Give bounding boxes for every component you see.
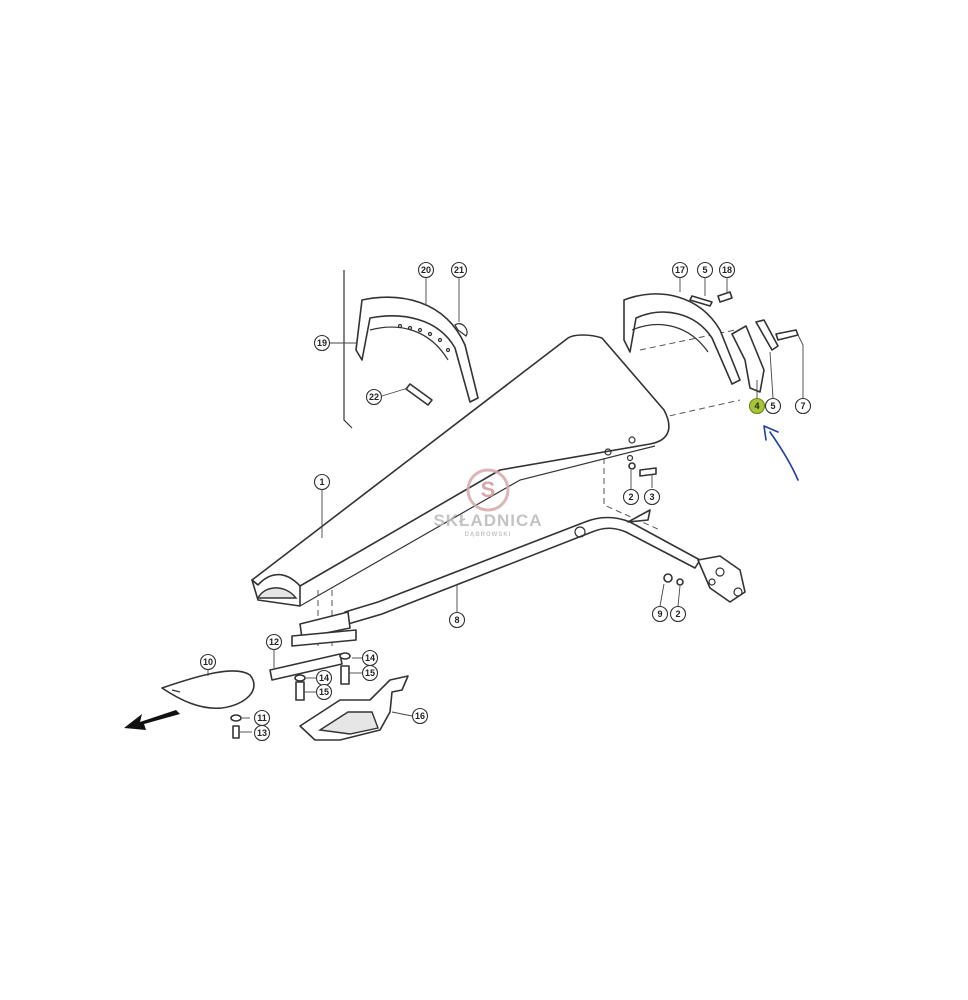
callout-label: 10 xyxy=(203,657,213,667)
callout-label: 2 xyxy=(628,492,633,502)
callout-label: 20 xyxy=(421,265,431,275)
cone-hood-part xyxy=(251,334,670,607)
callout-2: 2 xyxy=(622,488,640,506)
callout-label: 15 xyxy=(365,668,375,678)
callout-15: 15 xyxy=(315,683,333,701)
callout-label: 5 xyxy=(702,265,707,275)
direction-arrow-icon xyxy=(124,710,180,730)
watermark-logo: S SKŁADNICA DĄBROWSKI xyxy=(433,468,542,538)
callout-2: 2 xyxy=(669,605,687,623)
bar-part-12 xyxy=(269,629,357,681)
callout-label: 5 xyxy=(770,401,775,411)
frame-tube-part xyxy=(299,509,701,639)
callout-14: 14 xyxy=(361,649,379,667)
callout-label: 9 xyxy=(657,609,662,619)
callout-12: 12 xyxy=(265,633,283,651)
tip-part-10 xyxy=(161,670,255,710)
callout-label: 11 xyxy=(257,713,267,723)
callout-label: 19 xyxy=(317,338,327,348)
arc-shield-20 xyxy=(355,296,479,403)
callout-15: 15 xyxy=(361,664,379,682)
callout-label: 14 xyxy=(365,653,375,663)
callout-1: 1 xyxy=(313,473,331,491)
callout-19: 19 xyxy=(313,334,331,352)
nut-bolt-11-13 xyxy=(230,714,242,739)
callout-label: 22 xyxy=(369,392,379,402)
callout-9: 9 xyxy=(651,605,669,623)
callout-20: 20 xyxy=(417,261,435,279)
callout-18: 18 xyxy=(718,261,736,279)
callout-4-highlighted: 4 xyxy=(748,397,766,415)
svg-text:S: S xyxy=(481,477,496,502)
callout-3: 3 xyxy=(643,488,661,506)
callout-13: 13 xyxy=(253,724,271,742)
callout-16: 16 xyxy=(411,707,429,725)
callout-22: 22 xyxy=(365,388,383,406)
rear-bracket-part xyxy=(663,555,746,603)
callout-21: 21 xyxy=(450,261,468,279)
pin-22 xyxy=(405,383,433,406)
callout-label: 14 xyxy=(319,673,329,683)
bolt-part-14-15 xyxy=(294,652,351,701)
callout-11: 11 xyxy=(253,709,271,727)
pin-part-5-18 xyxy=(689,291,733,307)
callout-label: 4 xyxy=(754,401,759,411)
callout-label: 18 xyxy=(722,265,732,275)
watermark-subtitle: DĄBROWSKI xyxy=(465,532,512,538)
callout-label: 3 xyxy=(649,492,654,502)
arc-shield-17 xyxy=(623,293,741,385)
callout-label: 13 xyxy=(257,728,267,738)
callout-label: 2 xyxy=(675,609,680,619)
callout-label: 7 xyxy=(800,401,805,411)
callout-17: 17 xyxy=(671,261,689,279)
callout-7: 7 xyxy=(794,397,812,415)
callout-5: 5 xyxy=(764,397,782,415)
callout-label: 15 xyxy=(319,687,329,697)
bracket-line-19 xyxy=(343,270,353,429)
guard-plate-16 xyxy=(299,675,409,741)
callout-10: 10 xyxy=(199,653,217,671)
plate-part-5 xyxy=(755,319,779,351)
clip-21 xyxy=(454,323,468,337)
callout-label: 17 xyxy=(675,265,685,275)
callout-label: 8 xyxy=(454,615,459,625)
annotation-arrow-icon xyxy=(763,425,799,481)
bolt-part-7 xyxy=(775,329,799,341)
callout-label: 16 xyxy=(415,711,425,721)
callout-5: 5 xyxy=(696,261,714,279)
plate-part-4 xyxy=(731,325,765,393)
callout-label: 1 xyxy=(319,477,324,487)
callout-8: 8 xyxy=(448,611,466,629)
callouts: 1 2 3 4 5 5 7 8 9 2 10 11 12 13 14 14 15… xyxy=(199,261,812,742)
callout-label: 21 xyxy=(454,265,464,275)
callout-14: 14 xyxy=(315,669,333,687)
watermark-title: SKŁADNICA xyxy=(433,511,542,530)
callout-label: 12 xyxy=(269,637,279,647)
leader-lines xyxy=(207,278,804,733)
